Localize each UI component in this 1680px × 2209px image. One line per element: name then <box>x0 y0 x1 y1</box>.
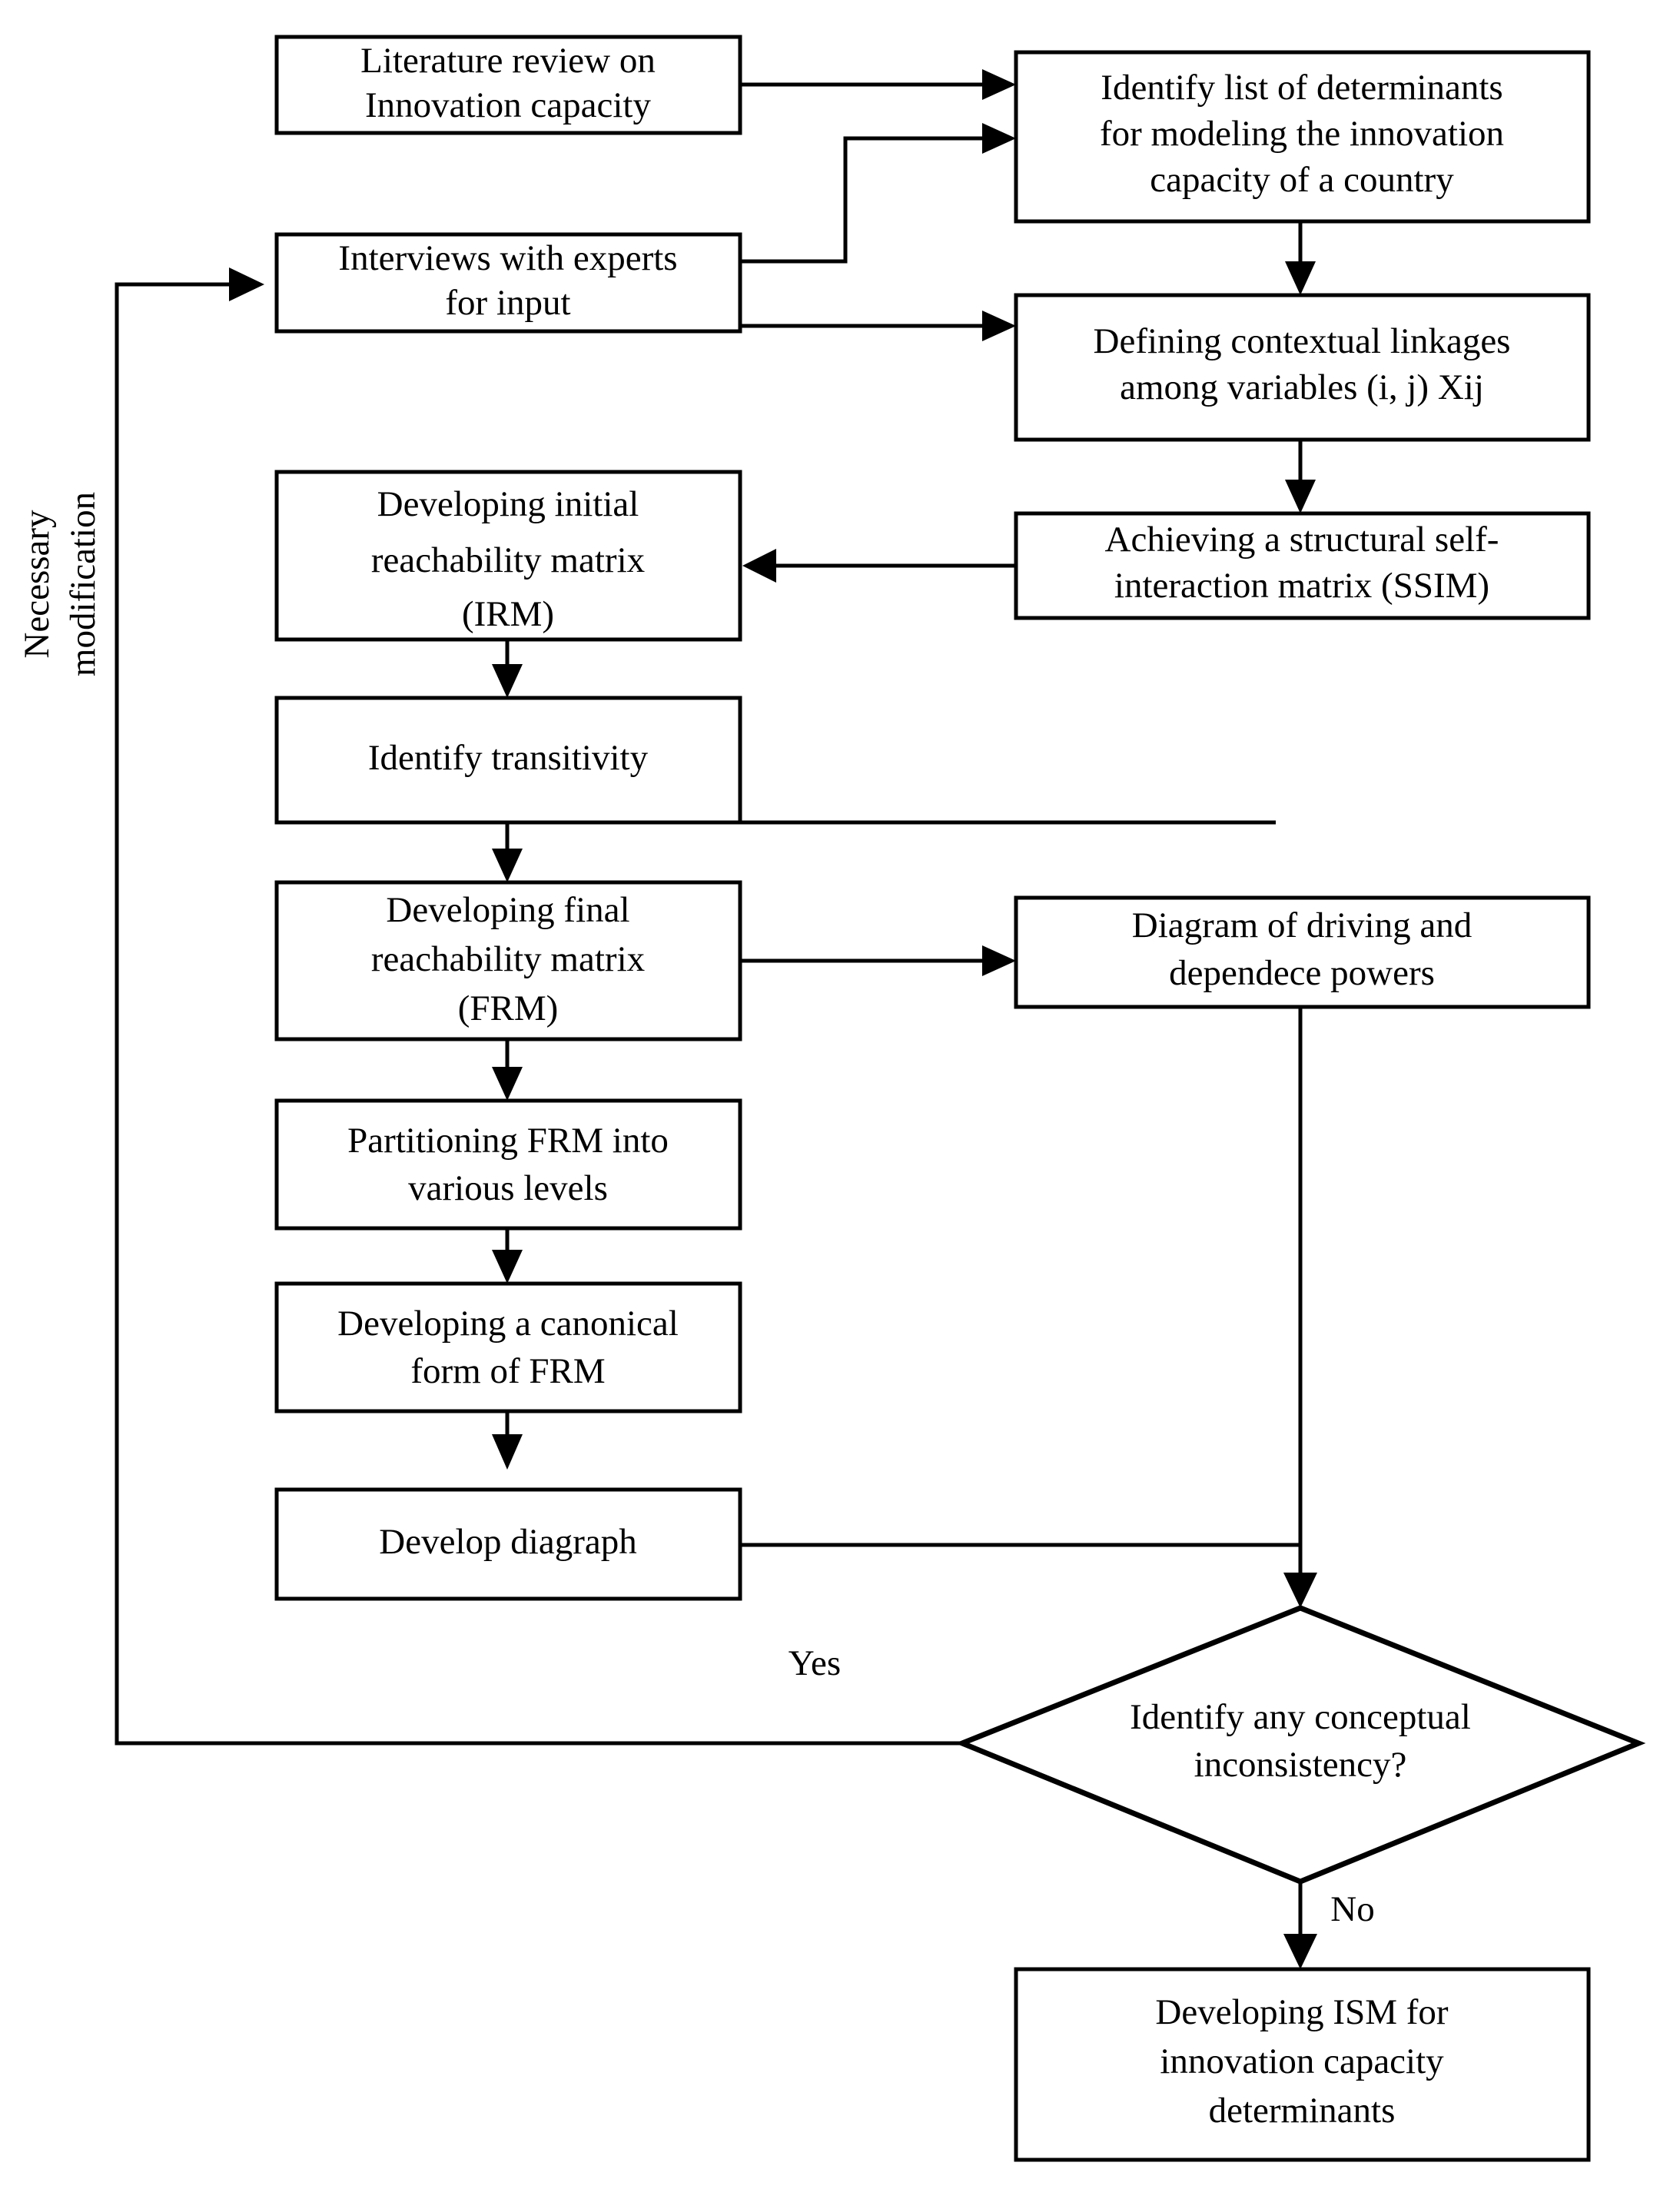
arrowhead-partitioning-to-canonical <box>492 1250 523 1284</box>
node-developing-ism-shape[interactable] <box>1014 1967 1591 2162</box>
node-identify-determinants[interactable]: Identify list of determinants for modeli… <box>1014 50 1591 224</box>
node-canonical-form-line-1: Developing a canonical <box>337 1304 679 1344</box>
node-developing-ism-line-3: determinants <box>1209 2091 1396 2131</box>
node-initial-reachability-matrix-line-2: reachability matrix <box>371 540 645 580</box>
edge-label-no: No <box>1330 1889 1374 1929</box>
arrowhead-ssim-to-irm <box>742 549 776 583</box>
arrowhead-interviews-to-identify-list <box>982 123 1016 154</box>
node-identify-determinants-line-2: for modeling the innovation <box>1100 114 1504 154</box>
node-defining-linkages[interactable]: Defining contextual linkages among varia… <box>1014 293 1591 442</box>
node-developing-ism-line-2: innovation capacity <box>1160 2041 1444 2081</box>
node-initial-reachability-matrix-shape[interactable] <box>274 470 742 642</box>
node-decision-inconsistency[interactable]: Identify any conceptual inconsistency? <box>955 1605 1646 1885</box>
connectors-layer <box>115 69 1317 1969</box>
node-literature-review-line-2: Innovation capacity <box>365 85 651 125</box>
node-identify-determinants-line-1: Identify list of determinants <box>1101 68 1502 108</box>
node-interviews-experts-line-2: for input <box>445 283 570 323</box>
node-canonical-form-shape[interactable] <box>274 1281 742 1413</box>
node-initial-reachability-matrix-line-1: Developing initial <box>377 484 639 524</box>
node-final-reachability-matrix-shape[interactable] <box>274 880 742 1041</box>
edge-interviews-to-identify-list <box>740 136 991 264</box>
arrowhead-frm-to-driving-diagram <box>982 945 1016 976</box>
node-identify-determinants-shape[interactable] <box>1014 50 1591 224</box>
node-ssim-line-1: Achieving a structural self- <box>1105 520 1499 560</box>
node-ssim-shape[interactable] <box>1014 511 1591 620</box>
node-ssim-line-2: interaction matrix (SSIM) <box>1114 566 1489 606</box>
node-developing-ism-line-1: Developing ISM for <box>1155 1992 1449 2032</box>
node-interviews-experts-line-1: Interviews with experts <box>338 238 677 278</box>
arrowhead-transitivity-to-frm <box>492 849 523 882</box>
node-defining-linkages-line-2: among variables (i, j) Xij <box>1120 367 1484 407</box>
node-identify-transitivity[interactable]: Identify transitivity <box>274 696 742 825</box>
node-develop-diagraph[interactable]: Develop diagraph <box>274 1487 742 1601</box>
arrowhead-frm-to-partitioning <box>492 1067 523 1101</box>
arrowhead-decision-to-ism-no <box>1283 1934 1317 1969</box>
edge-decision-to-interviews-yes <box>115 282 962 1746</box>
node-interviews-experts[interactable]: Interviews with experts for input <box>274 232 742 334</box>
node-driving-dependence-diagram[interactable]: Diagram of driving and dependece powers <box>1014 895 1591 1009</box>
arrowhead-decision-to-interviews-yes <box>229 267 264 301</box>
node-decision-inconsistency-line-1: Identify any conceptual <box>1130 1697 1471 1737</box>
node-initial-reachability-matrix-line-3: (IRM) <box>462 594 554 634</box>
node-driving-dependence-diagram-shape[interactable] <box>1014 895 1591 1009</box>
node-partitioning-frm[interactable]: Partitioning FRM into various levels <box>274 1098 742 1231</box>
arrowhead-interviews-to-defining-linkages <box>982 311 1016 341</box>
node-final-reachability-matrix-line-3: (FRM) <box>458 988 559 1028</box>
node-interviews-experts-shape[interactable] <box>274 232 742 334</box>
edge-label-modification-group: modification <box>63 492 103 676</box>
node-literature-review-line-1: Literature review on <box>360 41 656 81</box>
arrowhead-driving-diagram-to-decision <box>1283 1573 1317 1608</box>
node-canonical-form[interactable]: Developing a canonical form of FRM <box>274 1281 742 1413</box>
node-initial-reachability-matrix[interactable]: Developing initial reachability matrix (… <box>274 470 742 642</box>
node-defining-linkages-shape[interactable] <box>1014 293 1591 442</box>
edge-label-necessary-line-2: modification <box>63 492 103 676</box>
node-final-reachability-matrix-line-1: Developing final <box>386 890 629 930</box>
node-driving-dependence-diagram-line-1: Diagram of driving and <box>1132 905 1472 945</box>
node-identify-determinants-line-3: capacity of a country <box>1150 160 1454 200</box>
arrowhead-lit-review-to-identify-list <box>982 69 1016 100</box>
node-ssim[interactable]: Achieving a structural self- interaction… <box>1014 511 1591 620</box>
node-develop-diagraph-shape[interactable] <box>274 1487 742 1601</box>
node-identify-transitivity-shape[interactable] <box>274 696 742 825</box>
node-decision-inconsistency-shape[interactable] <box>955 1605 1646 1885</box>
node-driving-dependence-diagram-line-2: dependece powers <box>1169 953 1435 993</box>
node-canonical-form-line-2: form of FRM <box>410 1351 605 1391</box>
node-final-reachability-matrix-line-2: reachability matrix <box>371 939 645 979</box>
node-identify-transitivity-line-1: Identify transitivity <box>368 738 649 778</box>
arrowhead-canonical-to-digraph <box>492 1434 523 1470</box>
arrowhead-irm-to-transitivity <box>492 664 523 698</box>
arrowhead-defining-linkages-to-ssim <box>1285 480 1316 513</box>
edge-label-yes: Yes <box>789 1643 841 1683</box>
node-partitioning-frm-line-2: various levels <box>408 1168 608 1208</box>
node-literature-review[interactable]: Literature review on Innovation capacity <box>274 35 742 135</box>
node-partitioning-frm-line-1: Partitioning FRM into <box>347 1121 669 1161</box>
node-decision-inconsistency-line-2: inconsistency? <box>1194 1745 1407 1785</box>
node-partitioning-frm-shape[interactable] <box>274 1098 742 1231</box>
arrowhead-identify-list-to-defining-linkages <box>1285 261 1316 295</box>
node-literature-review-shape[interactable] <box>274 35 742 135</box>
node-defining-linkages-line-1: Defining contextual linkages <box>1094 321 1511 361</box>
edge-label-necessary-line-1: Necessary <box>17 510 57 659</box>
edge-transitivity-to-frm <box>505 820 1276 858</box>
node-final-reachability-matrix[interactable]: Developing final reachability matrix (FR… <box>274 880 742 1041</box>
node-developing-ism[interactable]: Developing ISM for innovation capacity d… <box>1014 1967 1591 2162</box>
node-develop-diagraph-line-1: Develop diagraph <box>379 1522 636 1562</box>
edge-label-necessary-modification-group: Necessary <box>17 510 57 659</box>
